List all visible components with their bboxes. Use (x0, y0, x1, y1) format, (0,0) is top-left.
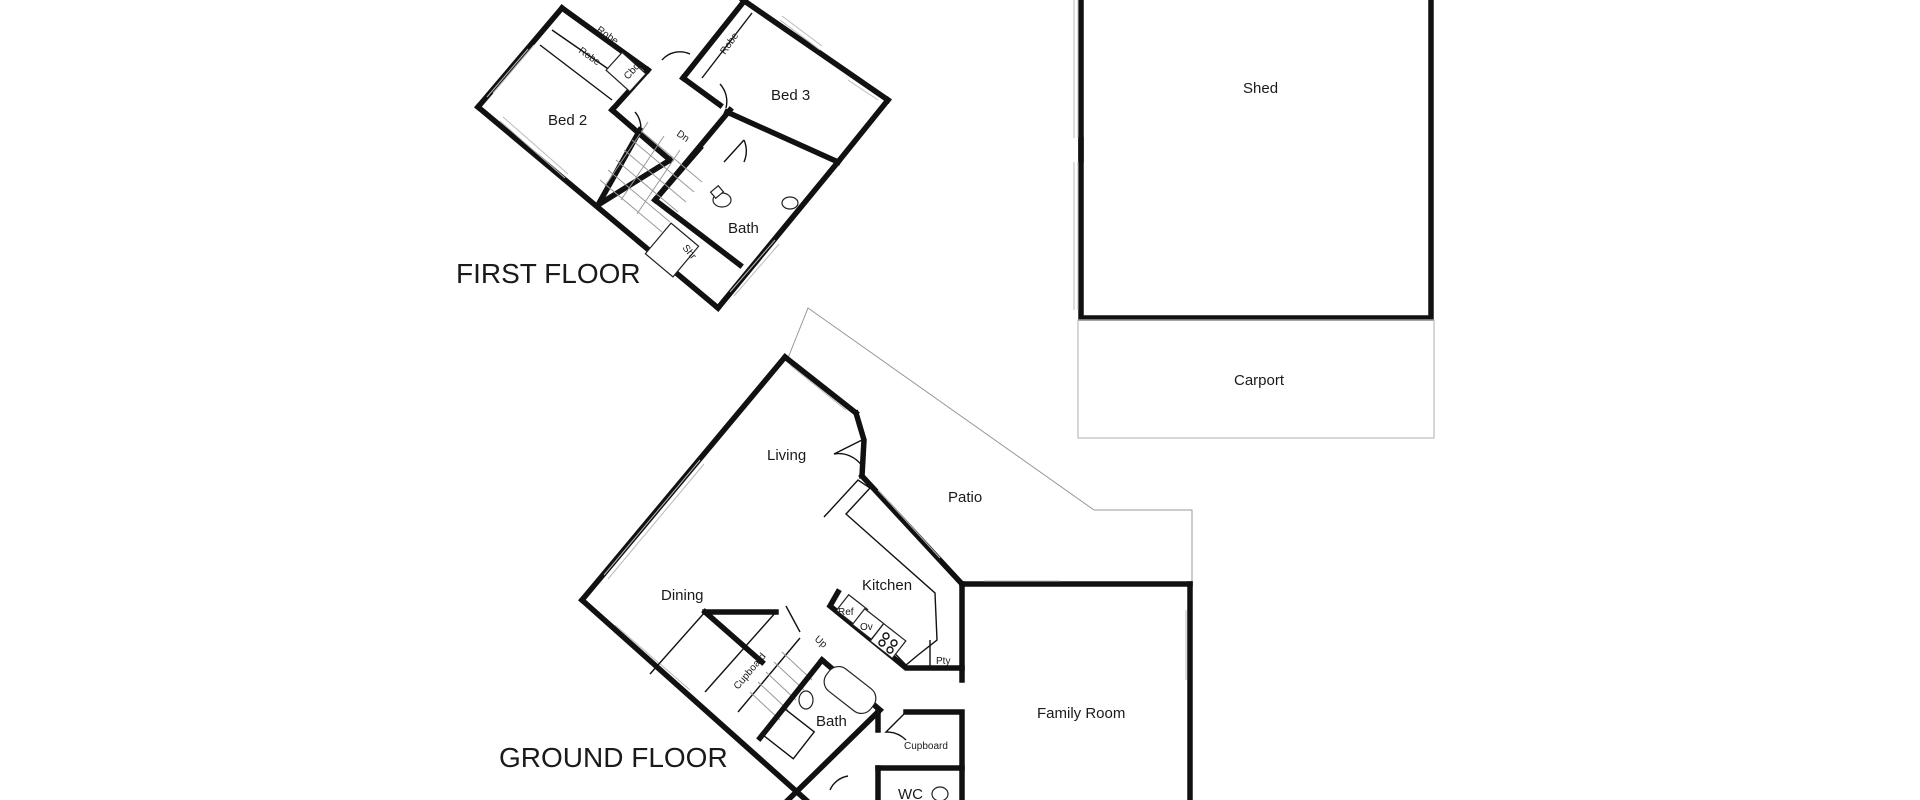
cooktop-icon (869, 622, 907, 660)
cbd-cupboard (605, 51, 647, 93)
first-bath-label: Bath (728, 220, 759, 237)
cupboard-label: Cupboard (732, 651, 769, 692)
living-label: Living (767, 447, 806, 464)
ground-floor-bath (756, 656, 885, 800)
kitchen-bench (823, 479, 965, 671)
ground-bath-label: Bath (816, 713, 847, 730)
first-floor-internal-walls (558, 0, 842, 269)
first-floor-doors (634, 51, 747, 163)
robe-label: Robe (576, 45, 602, 68)
toilet-icon (931, 786, 949, 800)
basin-icon (798, 690, 814, 710)
robe-label: Robe (718, 30, 741, 56)
kitchen-label: Kitchen (862, 577, 912, 594)
ground-floor-title: GROUND FLOOR (499, 742, 728, 773)
ref-label: Ref (838, 607, 854, 618)
carport-outline (1077, 319, 1435, 439)
dining-label: Dining (661, 587, 704, 604)
ground-floor-service-rooms (829, 709, 965, 800)
first-floor-title: FIRST FLOOR (456, 258, 641, 289)
pty-label: Pty (936, 656, 950, 667)
basin-icon (781, 196, 799, 210)
first-floor-walls (474, 0, 892, 312)
family-room-label: Family Room (1037, 705, 1125, 722)
shed-carport-plan: Shed Carport (1073, 0, 1435, 439)
carport-label: Carport (1234, 372, 1285, 389)
shower-icon (760, 706, 816, 760)
first-floor-plan: Bed 2 Bed 3 Bath Robe Robe Robe Cbd Dn S… (456, 0, 892, 312)
ground-floor-walls (578, 353, 1193, 800)
bathtub-icon (823, 665, 877, 715)
patio-outline (787, 307, 1193, 584)
first-floor-bath-fixtures (644, 184, 799, 278)
first-floor-robes (539, 4, 753, 101)
up-label: Up (812, 634, 829, 651)
ground-floor-plan: Living Patio Dining Kitchen Ref Ov Pty U… (499, 307, 1193, 800)
shed-label: Shed (1243, 80, 1278, 97)
cupboard-label: Cupboard (904, 741, 948, 752)
shower-icon (644, 222, 700, 278)
ov-label: Ov (860, 622, 873, 633)
first-floor-stairs (599, 121, 703, 233)
shed-outline (1078, 0, 1434, 321)
bed3-label: Bed 3 (771, 87, 810, 104)
wc-label: WC (898, 786, 923, 800)
bed2-label: Bed 2 (548, 112, 587, 129)
ground-floor-stair-area (649, 605, 813, 721)
dn-label: Dn (674, 128, 691, 144)
patio-label: Patio (948, 489, 982, 506)
